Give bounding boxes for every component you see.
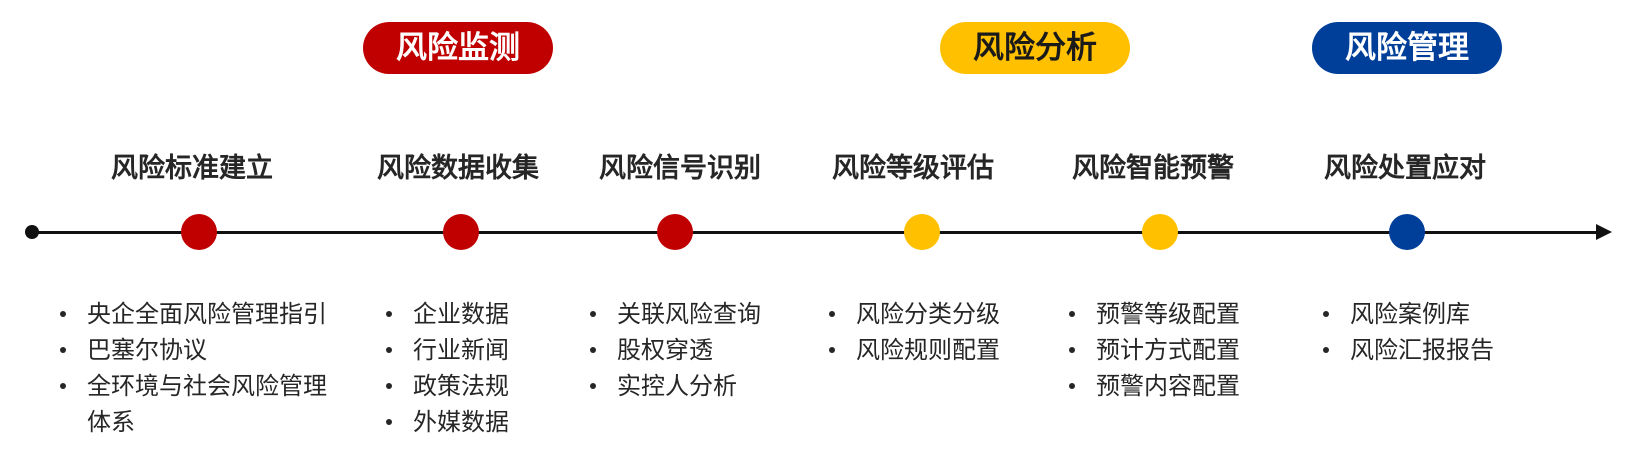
stage-title-smart-warning: 风险智能预警	[1072, 153, 1234, 184]
stage-title-level-assessment: 风险等级评估	[832, 153, 994, 184]
timeline-line	[32, 231, 1602, 234]
list-item: 外媒数据	[381, 404, 561, 440]
timeline-node-smart-warning	[1142, 214, 1178, 250]
stage-list-data-collection: 企业数据 行业新闻 政策法规 外媒数据	[381, 296, 561, 440]
phase-label-monitoring: 风险监测	[396, 30, 520, 66]
list-item: 行业新闻	[381, 332, 561, 368]
list-item: 巴塞尔协议	[55, 332, 345, 368]
timeline-node-signal-identification	[657, 214, 693, 250]
list-item: 风险规则配置	[824, 332, 1034, 368]
list-item: 预警内容配置	[1064, 368, 1274, 404]
list-item: 股权穿透	[585, 332, 795, 368]
stage-list-level-assessment: 风险分类分级 风险规则配置	[824, 296, 1034, 368]
stage-list-standards: 央企全面风险管理指引 巴塞尔协议 全环境与社会风险管理体系	[55, 296, 345, 440]
stage-list-signal-identification: 关联风险查询 股权穿透 实控人分析	[585, 296, 795, 404]
list-item: 风险案例库	[1318, 296, 1528, 332]
stage-title-data-collection: 风险数据收集	[377, 153, 539, 184]
phase-label-analysis: 风险分析	[973, 30, 1097, 66]
phase-label-management: 风险管理	[1345, 30, 1469, 66]
timeline-node-level-assessment	[904, 214, 940, 250]
stage-list-smart-warning: 预警等级配置 预计方式配置 预警内容配置	[1064, 296, 1274, 404]
timeline-node-data-collection	[443, 214, 479, 250]
timeline-node-standards	[181, 214, 217, 250]
list-item: 风险分类分级	[824, 296, 1034, 332]
list-item: 风险汇报报告	[1318, 332, 1528, 368]
phase-pill-monitoring: 风险监测	[363, 22, 553, 74]
list-item: 全环境与社会风险管理体系	[55, 368, 337, 440]
stage-title-signal-identification: 风险信号识别	[599, 153, 761, 184]
timeline-arrow-icon	[1596, 224, 1612, 240]
list-item: 实控人分析	[585, 368, 795, 404]
list-item: 政策法规	[381, 368, 561, 404]
stage-title-response: 风险处置应对	[1324, 153, 1486, 184]
list-item: 预计方式配置	[1064, 332, 1274, 368]
stage-list-response: 风险案例库 风险汇报报告	[1318, 296, 1528, 368]
stage-title-standards: 风险标准建立	[111, 153, 273, 184]
list-item: 央企全面风险管理指引	[55, 296, 345, 332]
timeline-node-response	[1389, 214, 1425, 250]
list-item: 预警等级配置	[1064, 296, 1274, 332]
phase-pill-management: 风险管理	[1312, 22, 1502, 74]
list-item: 企业数据	[381, 296, 561, 332]
list-item: 关联风险查询	[585, 296, 795, 332]
phase-pill-analysis: 风险分析	[940, 22, 1130, 74]
